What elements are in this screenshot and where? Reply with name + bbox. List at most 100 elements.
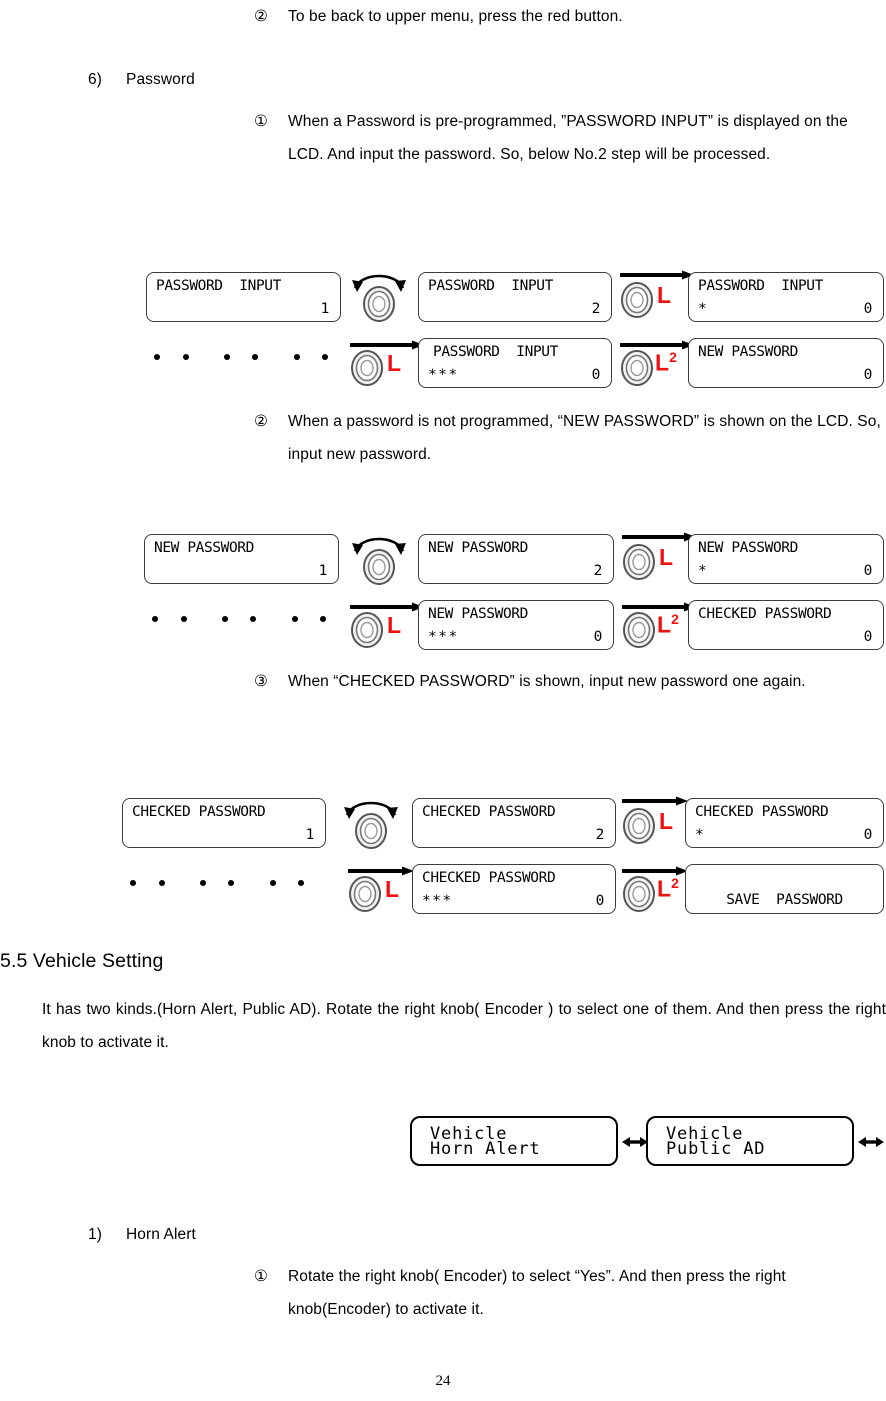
lcd-line-2-right: 0 [595, 893, 605, 909]
encoder-knob-press [622, 808, 656, 844]
press-marker-letter: L [659, 808, 674, 834]
lcd-line-1: CHECKED PASSWORD [132, 804, 266, 820]
press-marker-label: L [387, 352, 401, 375]
lcd-line-2-right: 0 [591, 367, 601, 383]
list-number: 6) [88, 71, 102, 88]
flow-arrow-right [348, 864, 414, 876]
dot [222, 616, 228, 622]
lcd-screen: CHECKED PASSWORD *** 0 [412, 864, 616, 914]
arrow-right-icon [348, 866, 414, 876]
lcd-line-2-left: *** [422, 893, 453, 909]
encoder-knob-press [350, 350, 384, 386]
dot [154, 354, 160, 360]
diagram-checked-password: CHECKED PASSWORD 1 CHECKED PASSWORD 2 [0, 790, 886, 920]
press-knob-icon [621, 282, 653, 318]
flow-arrow-right [622, 864, 688, 876]
lcd-line-1: PASSWORD INPUT [698, 278, 823, 294]
dot [320, 616, 326, 622]
diagram-password-input: PASSWORD INPUT 1 PASSWORD INPUT 2 [0, 260, 886, 395]
lcd-screen: SAVE PASSWORD [685, 864, 884, 914]
lcd-screen: PASSWORD INPUT * 0 [688, 272, 884, 322]
lcd-screen: PASSWORD INPUT 1 [146, 272, 341, 322]
flow-arrow-bidirectional [858, 1134, 884, 1150]
press-marker-letter: L [657, 611, 672, 638]
dot [200, 880, 206, 886]
flow-continuation-dots [122, 880, 312, 890]
list-marker: ② [254, 413, 268, 430]
dot [252, 354, 258, 360]
section-heading-vehicle-setting: 5.5 Vehicle Setting [0, 950, 164, 972]
lcd-line-2-right: 0 [863, 367, 873, 383]
lcd-line-1: Vehicle [430, 1124, 508, 1144]
press-knob-icon [623, 808, 655, 844]
press-knob-icon [623, 544, 655, 580]
press-marker-label: L2 [657, 876, 679, 901]
lcd-line-2-left: * [695, 827, 706, 843]
lcd-line-2-right: 0 [593, 629, 603, 645]
lcd-line-2-right: 1 [318, 563, 328, 579]
rotate-knob-icon [344, 801, 398, 849]
password-item-2: ② When a password is not programmed, “NEW… [254, 405, 886, 471]
press-marker-letter: L [385, 876, 400, 902]
lcd-screen-vehicle: Vehicle Horn Alert [410, 1116, 618, 1166]
press-knob-icon [351, 612, 383, 648]
flow-arrow-right [622, 600, 696, 612]
list-marker: ① [254, 1268, 268, 1285]
lcd-line-2-right: 1 [320, 301, 330, 317]
dot [250, 616, 256, 622]
lcd-screen: NEW PASSWORD *** 0 [418, 600, 614, 650]
press-marker-letter: L [657, 875, 672, 902]
press-marker-label: L [659, 546, 673, 569]
list-number: 1) [88, 1226, 102, 1243]
press-knob-icon [621, 350, 653, 386]
flow-arrow-right [350, 338, 424, 350]
lcd-line-2: Public AD [666, 1139, 766, 1159]
press-marker-label: L [387, 614, 401, 637]
press-marker-letter: L [659, 544, 674, 570]
lcd-screen: NEW PASSWORD 1 [144, 534, 339, 584]
dot [298, 880, 304, 886]
flow-continuation-dots [146, 354, 336, 364]
press-marker-label: L2 [655, 350, 677, 375]
flow-arrow-right [350, 600, 424, 612]
lcd-line-1: NEW PASSWORD [698, 540, 798, 556]
list-marker: ③ [254, 673, 268, 690]
lcd-screen: CHECKED PASSWORD 2 [412, 798, 616, 848]
flow-arrow-right [622, 530, 696, 542]
list-marker: ① [254, 113, 268, 130]
lcd-screen: NEW PASSWORD * 0 [688, 534, 884, 584]
dot [159, 880, 165, 886]
lcd-screen: CHECKED PASSWORD 0 [688, 600, 884, 650]
vehicle-setting-body: It has two kinds.(Horn Alert, Public AD)… [42, 1001, 886, 1051]
press-marker-letter: L [387, 612, 402, 638]
list-heading-horn-alert: 1)Horn Alert [88, 1226, 196, 1244]
flow-arrow-right [620, 338, 694, 350]
rotate-knob-icon [352, 537, 406, 585]
press-marker-count: 2 [669, 349, 677, 365]
lcd-line-2-left: * [698, 563, 709, 579]
lcd-line-1: NEW PASSWORD [428, 540, 528, 556]
lcd-screen: CHECKED PASSWORD * 0 [685, 798, 884, 848]
lcd-line-2: Horn Alert [430, 1139, 541, 1159]
lcd-screen: CHECKED PASSWORD 1 [122, 798, 326, 848]
press-knob-icon [349, 876, 381, 912]
lcd-line-2-right: 0 [863, 629, 873, 645]
press-marker-label: L [657, 284, 671, 307]
encoder-knob-rotate [340, 793, 402, 851]
lcd-line-2-right: 0 [863, 563, 873, 579]
top-note-text: To be back to upper menu, press the red … [288, 8, 623, 25]
lcd-line-2-left: *** [428, 367, 459, 383]
encoder-knob-rotate [348, 266, 410, 324]
dot [152, 616, 158, 622]
password-item-2-text: When a password is not programmed, “NEW … [288, 413, 881, 463]
lcd-screen: PASSWORD INPUT *** 0 [418, 338, 612, 388]
encoder-knob-press [350, 612, 384, 648]
lcd-screen: NEW PASSWORD 0 [688, 338, 884, 388]
encoder-knob-press [620, 350, 654, 386]
dot [181, 616, 187, 622]
lcd-screen: NEW PASSWORD 2 [418, 534, 614, 584]
encoder-knob-press [348, 876, 382, 912]
